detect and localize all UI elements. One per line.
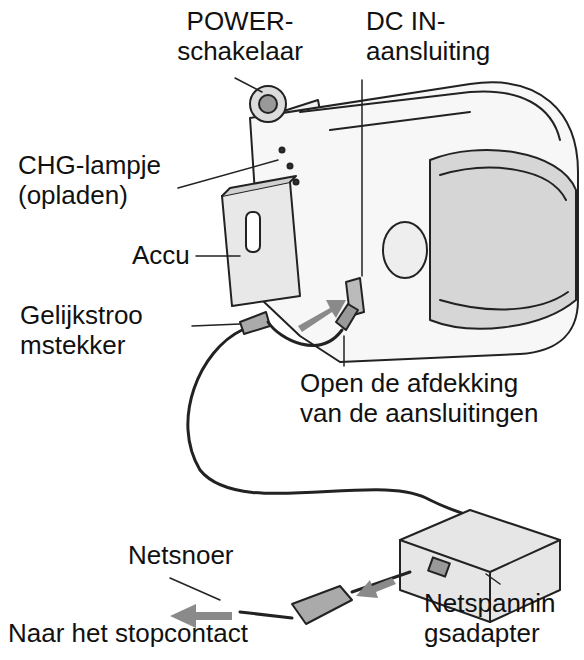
part-label: Gelijkstroo mstekker — [20, 300, 180, 361]
part-label: POWER- schakelaar — [170, 6, 310, 67]
part-label: Netspannin gsadapter — [424, 588, 574, 649]
part-label: DC IN- aansluiting — [366, 6, 541, 67]
part-label: Netsnoer — [128, 540, 258, 570]
part-label: Open de afdekking van de aansluitingen — [300, 368, 555, 429]
part-label: Accu — [132, 240, 212, 270]
part-label: CHG-lampje (opladen) — [18, 150, 188, 211]
part-label: Naar het stopcontact — [8, 618, 288, 648]
